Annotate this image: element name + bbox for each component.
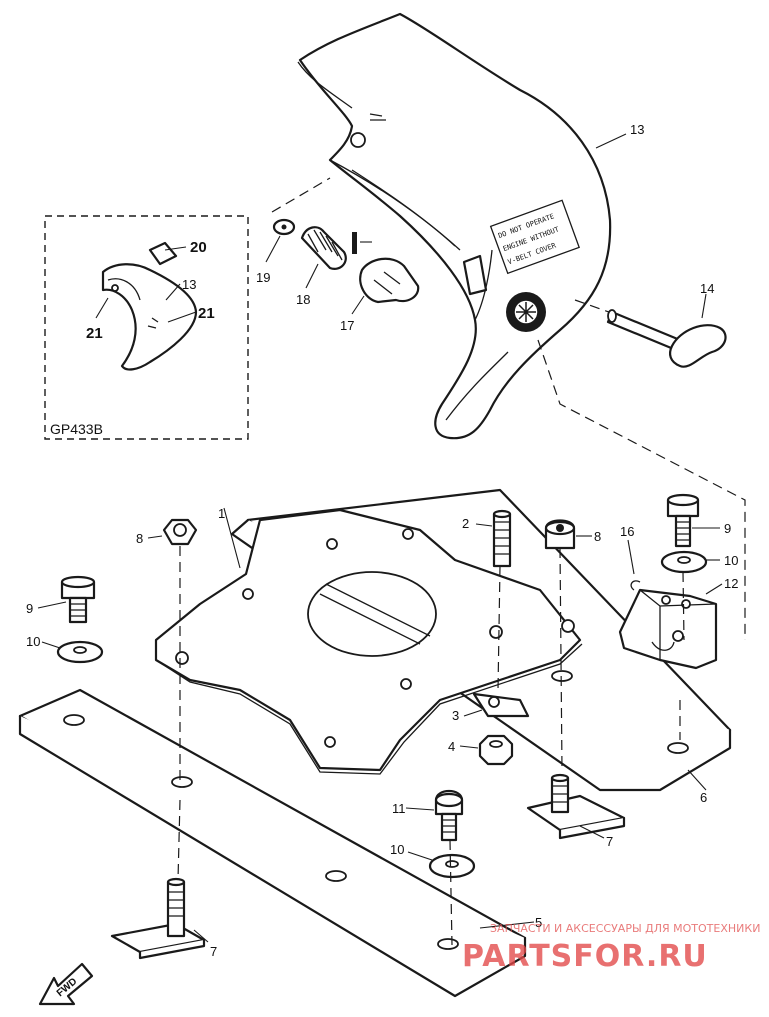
spacer-3: 3 (452, 692, 530, 723)
callout-14: 14 (700, 281, 714, 296)
watermark-logo: PARTSFOR.RU (462, 939, 708, 974)
callout-7-right: 7 (606, 834, 613, 849)
callout-7-left: 7 (210, 944, 217, 959)
inset-callout-21-right: 21 (198, 305, 215, 322)
callout-9-left: 9 (26, 601, 33, 616)
bolt-9-left: 9 (26, 575, 96, 624)
clamp-stud-7-right: 7 (526, 773, 626, 849)
stud-2: 2 (462, 509, 512, 568)
clamp-stud-7-left: 7 (110, 877, 217, 960)
nut-4: 4 (448, 734, 514, 766)
belt-cover-13: DO NOT OPERATE ENGINE WITHOUT V-BELT COV… (297, 12, 644, 440)
callout-10-right: 10 (724, 553, 738, 568)
callout-11: 11 (392, 801, 406, 816)
callout-6: 6 (700, 790, 707, 805)
nut-8-right: 8 (544, 519, 601, 550)
callout-1: 1 (218, 506, 225, 521)
bracket-12: 12 (618, 576, 738, 670)
callout-4: 4 (448, 739, 455, 754)
nut-8-left: 8 (136, 518, 198, 546)
callout-3: 3 (452, 708, 459, 723)
mount-plate-1: 1 (154, 506, 583, 775)
callout-8-right: 8 (594, 529, 601, 544)
inset-variant-box: 20 13 21 21 GP433B (44, 215, 249, 440)
callout-9-right: 9 (724, 521, 731, 536)
callout-17: 18 (296, 292, 310, 307)
inset-callout-21-left: 21 (86, 325, 103, 342)
callout-10-center: 10 (390, 842, 404, 857)
inset-label: GP433B (50, 421, 103, 437)
assembly-guide-lines (177, 546, 685, 946)
washer-10-left: 10 (26, 634, 104, 664)
inset-callout-13: 13 (182, 277, 196, 292)
watermark-tagline: ЗАПЧАСТИ И АКСЕССУАРЫ ДЛЯ МОТОТЕХНИКИ (490, 922, 760, 935)
washer-10-center: 10 (390, 842, 476, 879)
plate-5: 5 (18, 688, 542, 998)
washer-10-right: 10 (660, 550, 738, 574)
callout-8-left: 8 (136, 531, 143, 546)
clip-15: 16 (620, 524, 641, 591)
callout-13: 13 (630, 122, 644, 137)
bolt-9-right: 9 (666, 493, 731, 548)
knob-assembly: 19 18 17 (256, 218, 420, 333)
callout-18: 19 (256, 270, 270, 285)
spring-17 (300, 226, 347, 270)
watermark: ЗАПЧАСТИ И АКСЕССУАРЫ ДЛЯ МОТОТЕХНИКИ PA… (462, 922, 760, 974)
callout-16: 17 (340, 318, 354, 333)
callout-5: 5 (535, 915, 542, 930)
callout-15: 16 (620, 524, 634, 539)
inset-callout-20: 20 (190, 239, 207, 256)
fwd-arrow-icon: FWD (38, 962, 94, 1006)
callout-2: 2 (462, 516, 469, 531)
knob-16 (359, 257, 420, 304)
bolt-11: 11 (392, 789, 464, 842)
callout-12: 12 (724, 576, 738, 591)
pin-14: 14 (606, 281, 727, 368)
emblem-icon (506, 292, 546, 332)
callout-10-left: 10 (26, 634, 40, 649)
